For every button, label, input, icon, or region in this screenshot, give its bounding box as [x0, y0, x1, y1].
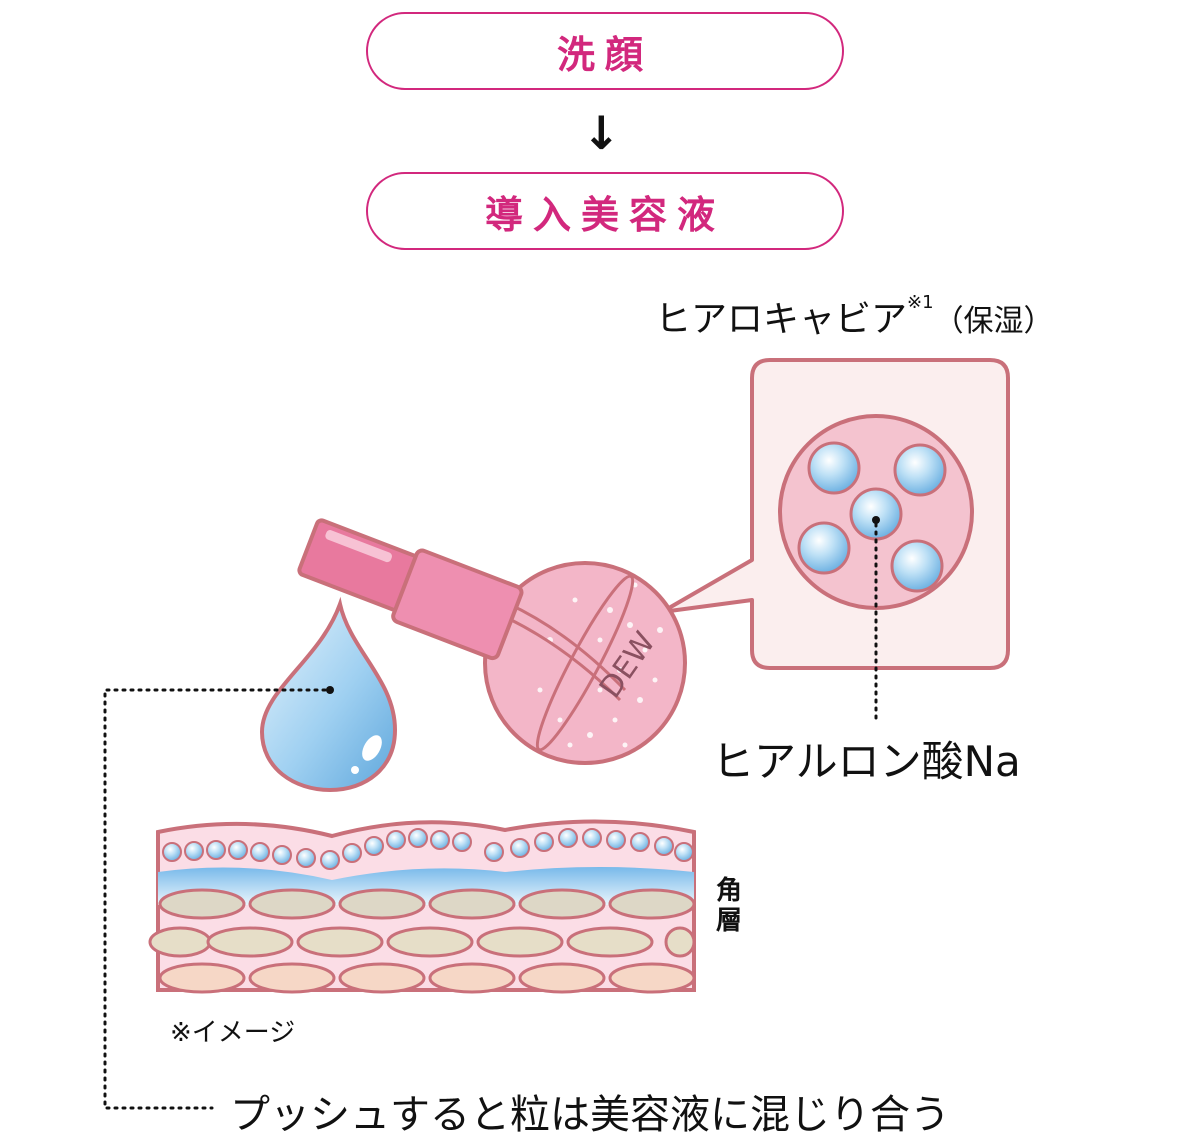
hyaluronic-acid-label: ヒアルロン酸Na: [712, 737, 1021, 786]
step-booster-serum: 導入美容液: [366, 172, 844, 250]
serum-drop: [259, 596, 398, 793]
surface-beads: [162, 828, 694, 870]
push-caption: プッシュすると粒は美容液に混じり合う: [230, 1092, 950, 1138]
moisturizing-note: （保湿）: [933, 304, 1054, 339]
footnote-mark: ※1: [907, 292, 934, 313]
hyalocaviar-name: ヒアロキャビア: [655, 299, 908, 340]
step-cleansing: 洗顔: [366, 12, 844, 90]
stratum-corneum-illustration: [148, 819, 696, 994]
stratum-corneum-label: 角層: [716, 876, 743, 936]
hyalocaviar-label: ヒアロキャビア※1（保湿）: [655, 290, 1054, 342]
image-disclaimer: ※イメージ: [170, 1018, 296, 1048]
serum-bottle: DEW: [297, 518, 687, 765]
hyalocaviar-beads: [797, 441, 947, 593]
zoom-callout: [660, 358, 1010, 724]
drop-leader-line: [103, 686, 334, 1110]
corneocyte-cells: [148, 888, 696, 994]
down-arrow-icon: ↓: [582, 106, 621, 160]
